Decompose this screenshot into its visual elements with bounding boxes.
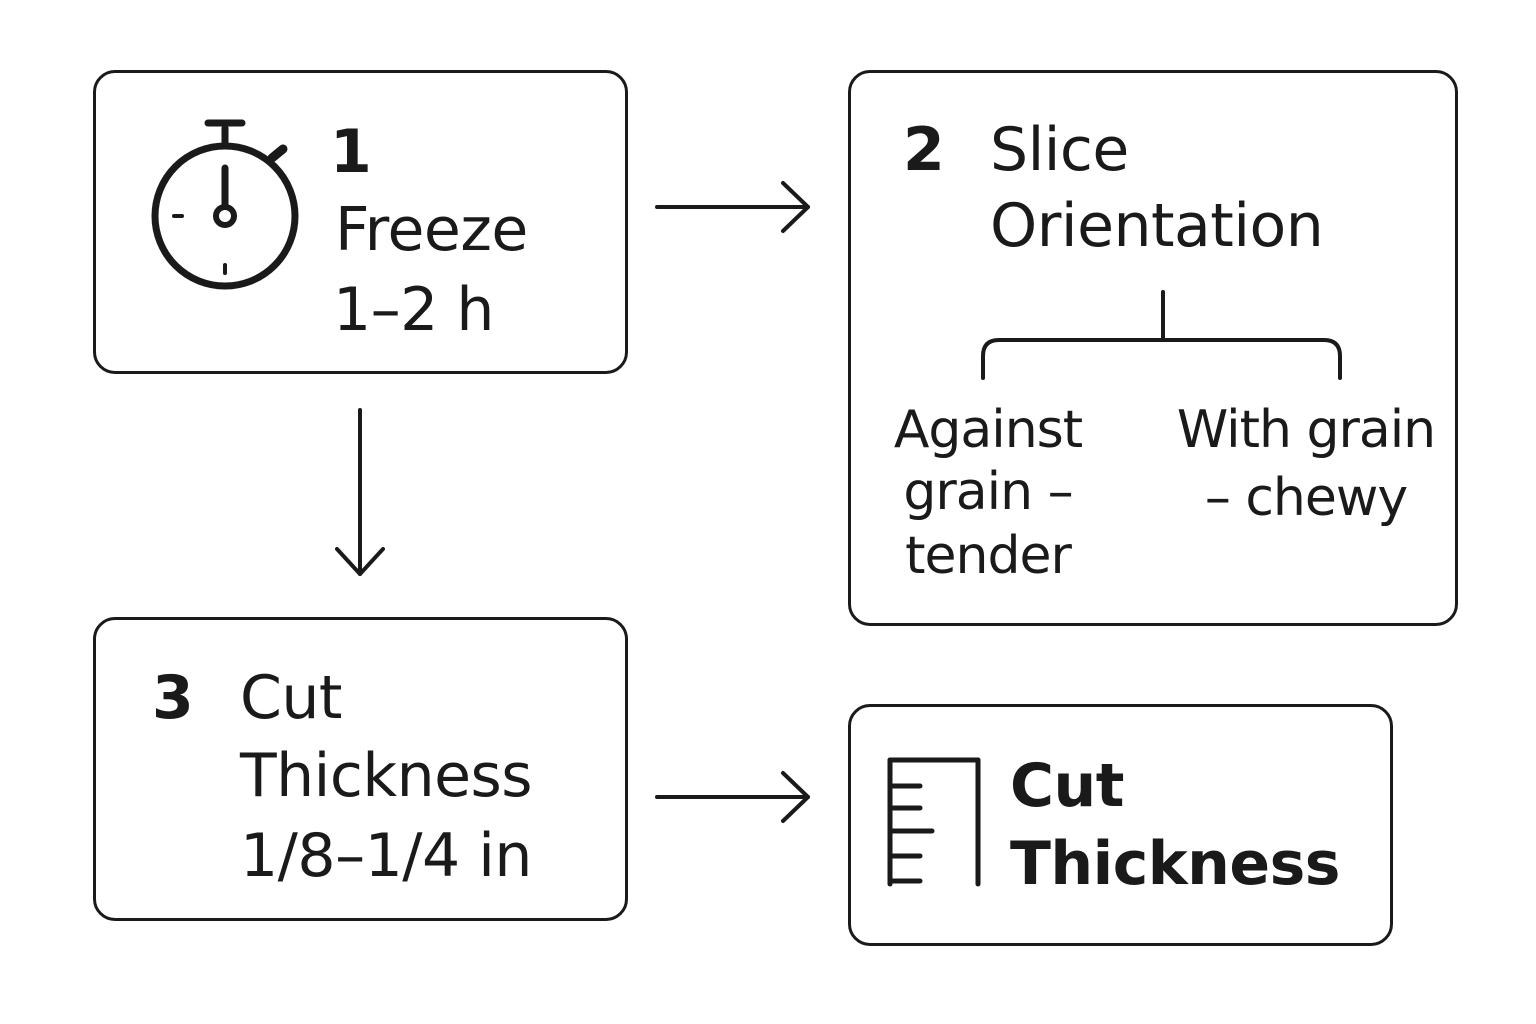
step-3-box xyxy=(93,617,628,921)
option-with-line1: With grain xyxy=(1176,400,1436,460)
step-3-number: 3 xyxy=(152,663,194,733)
step-4-box xyxy=(848,704,1393,946)
step-1-title: Freeze xyxy=(335,195,528,265)
arrow-right-bottom xyxy=(655,771,810,823)
option-against-grain: Against grain – tender xyxy=(878,404,1098,594)
option-against-line1: Against xyxy=(893,400,1083,460)
step-4-title-line1: Cut xyxy=(1010,751,1124,821)
step-2-title-line1: Slice xyxy=(990,115,1129,185)
step-3-title-line1: Cut xyxy=(240,663,342,733)
option-with-line2: – chewy xyxy=(1204,468,1408,528)
step-3-title-line2: Thickness xyxy=(240,741,533,811)
step-1-detail: 1–2 h xyxy=(333,275,494,345)
step-4-title-line2: Thickness xyxy=(1010,829,1341,899)
arrow-right-top xyxy=(655,181,810,233)
step-2-title-line2: Orientation xyxy=(990,191,1324,261)
option-against-line2: grain – xyxy=(903,462,1073,522)
step-2-number: 2 xyxy=(903,115,945,185)
step-1-number: 1 xyxy=(330,117,372,187)
step-3-detail: 1/8–1/4 in xyxy=(240,821,532,891)
arrow-down-left xyxy=(335,408,385,576)
option-with-grain: With grain – chewy xyxy=(1172,404,1440,536)
option-against-line3: tender xyxy=(905,526,1072,586)
